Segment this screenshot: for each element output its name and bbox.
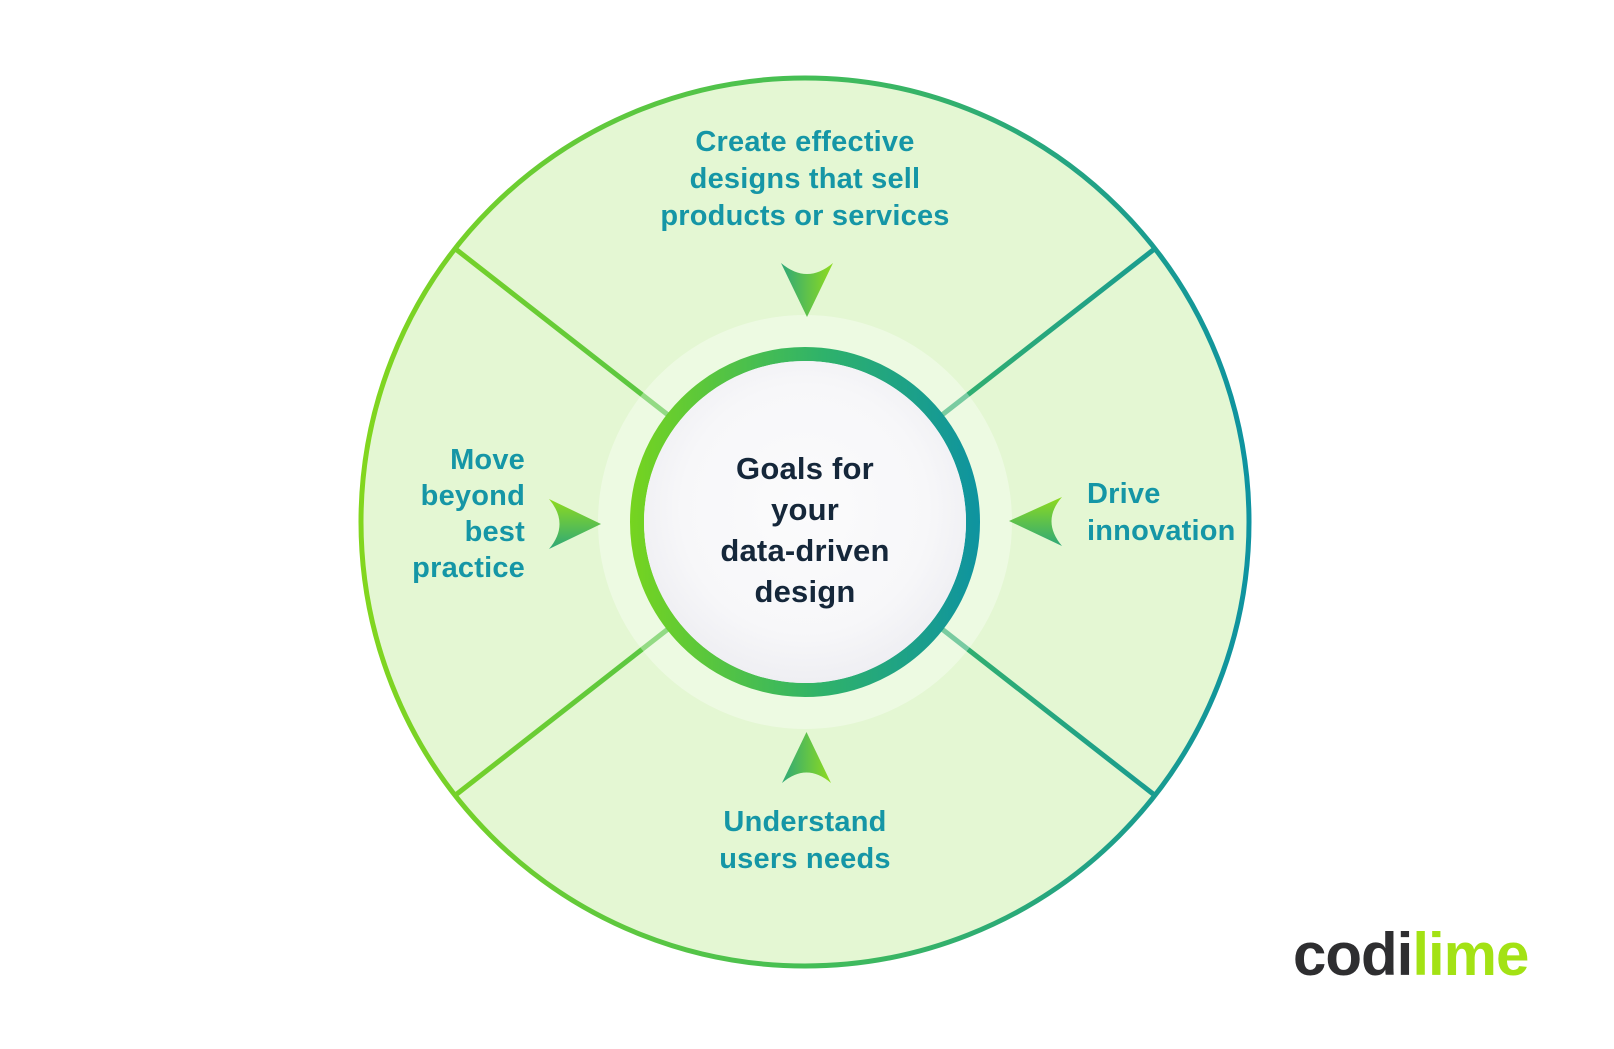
sector-label-bottom: Understand users needs	[605, 804, 1005, 878]
center-title: Goals for your data-driven design	[630, 448, 980, 612]
sector-divider-bottom-left	[453, 626, 671, 798]
hub-halo	[598, 315, 1012, 729]
sector-label-top: Create effective designs that sell produ…	[555, 124, 1055, 235]
codilime-logo: codilime	[1293, 921, 1529, 988]
label-line: beyond	[420, 480, 525, 512]
sector-label-right: Drive innovation	[1087, 476, 1387, 550]
center-title-line: data-driven	[720, 533, 890, 568]
label-line: Understand	[723, 806, 887, 838]
label-line: designs that sell	[689, 163, 921, 195]
label-line: Move	[450, 444, 525, 476]
sector-divider-bottom-right	[939, 626, 1157, 798]
center-title-line: your	[771, 492, 839, 527]
arrow-up-icon	[782, 732, 831, 783]
sector-divider-top-right	[939, 246, 1157, 418]
arrow-left-icon	[1009, 497, 1062, 546]
center-title-line: design	[754, 574, 856, 609]
sector-divider-top-left	[453, 246, 671, 418]
label-line: users needs	[719, 843, 891, 875]
center-title-line: Goals for	[736, 451, 874, 486]
label-line: best	[464, 516, 525, 548]
label-line: innovation	[1087, 515, 1236, 547]
label-line: Drive	[1087, 478, 1161, 510]
arrow-down-icon	[781, 263, 833, 317]
arrow-right-icon	[549, 499, 601, 549]
logo-text-lime: lime	[1412, 921, 1529, 988]
logo-text-dark: codi	[1293, 921, 1413, 988]
sector-label-left: Move beyond best practice	[275, 442, 525, 586]
label-line: products or services	[660, 200, 950, 232]
label-line: practice	[412, 552, 525, 584]
center-disc	[644, 361, 966, 683]
label-line: Create effective	[695, 126, 915, 158]
